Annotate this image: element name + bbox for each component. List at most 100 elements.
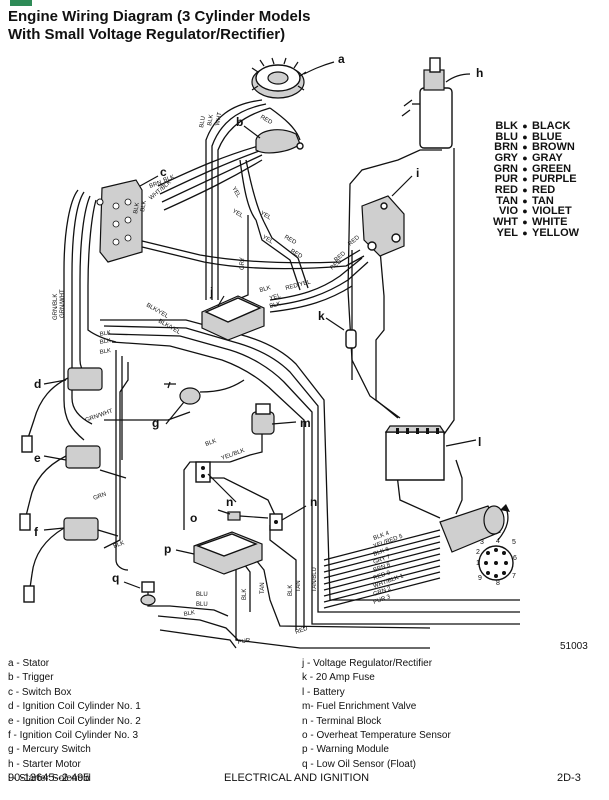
color-code-row: PUR ● PURPLE [486, 174, 579, 185]
color-name: WHITE [532, 216, 568, 229]
coil-d [21, 367, 103, 453]
bullet-icon: ● [522, 227, 528, 238]
wire-label: BLK [99, 338, 111, 346]
wire-label: BLK/YEL [145, 303, 170, 321]
wire-label: RED [295, 626, 310, 636]
wire-label: BLK [183, 610, 195, 618]
bullet-icon: ● [522, 217, 528, 228]
wires [63, 99, 520, 649]
legend-item: b - Trigger [8, 672, 54, 684]
wire-label: BLK [133, 202, 141, 214]
color-name: PURPLE [532, 173, 577, 186]
wire-label: GRY 7 [373, 554, 392, 566]
wire-label: YEL [269, 293, 282, 302]
color-code: PUR [494, 173, 518, 186]
wire-label: RED [283, 235, 298, 247]
low-oil-sensor [140, 581, 156, 606]
wire-label: BLU [196, 602, 208, 608]
color-code: WHT [492, 216, 518, 229]
callout-a: a [338, 52, 345, 66]
legend-item: o - Overheat Temperature Sensor [302, 730, 451, 742]
section-tab [10, 0, 32, 6]
color-code: RED [494, 183, 518, 196]
voltage-regulator [201, 295, 265, 341]
callout-m: m [300, 416, 311, 430]
plug-pin-number: 9 [478, 575, 482, 582]
bullet-icon: ● [522, 206, 528, 217]
wire-label: GRN/WHT [60, 289, 66, 318]
stator [251, 57, 307, 99]
wire-label: BLK [259, 285, 272, 294]
wire-label: WHT [215, 112, 223, 127]
legend-item: k - 20 Amp Fuse [302, 672, 375, 684]
wire-label: PUR 3 [373, 594, 392, 606]
plug-pin-number: 8 [496, 580, 500, 587]
wire-label: BLK [99, 348, 111, 356]
callout-p: p [164, 542, 171, 556]
wire-label: BLK [288, 585, 294, 596]
callout-j: j [209, 285, 213, 299]
color-code: BLU [495, 130, 518, 143]
wire-label: BLU [196, 592, 208, 598]
bullet-icon: ● [522, 131, 528, 142]
color-code: TAN [496, 194, 518, 207]
wire-label: GRY [240, 257, 246, 270]
footer-doc-number: 90-13645--2 495 [8, 772, 90, 784]
legend-item: h - Starter Motor [8, 758, 81, 770]
callout-b: b [236, 115, 243, 129]
legend-item: g - Mercury Switch [8, 744, 91, 756]
color-code-row: YEL●YELLOW [486, 227, 579, 239]
footer-section: ELECTRICAL AND IGNITION [224, 772, 370, 784]
color-code-row: WHT ● WHITE [486, 217, 579, 228]
plug-pin-view [478, 545, 514, 581]
plug-pin-number: 7 [512, 573, 516, 580]
color-name: VIOLET [532, 205, 572, 218]
callout-l: l [478, 435, 481, 449]
color-code-row: GRY●GRAY [486, 151, 579, 164]
wire-label: YEL [261, 235, 274, 246]
wire-label: GRN/WHT [85, 408, 114, 424]
legend-item: e - Ignition Coil Cylinder No. 2 [8, 715, 141, 727]
color-name: GREEN [532, 162, 572, 175]
color-code-row: GRN●GREEN [486, 162, 579, 175]
starter-solenoid [361, 195, 405, 257]
page-title: Engine Wiring Diagram (3 Cylinder Models… [8, 8, 310, 44]
bullet-icon: ● [522, 120, 528, 131]
wire-label: YEL/BLK [221, 448, 246, 462]
wire-label: BLK [140, 200, 148, 212]
wire-label: BLK [269, 301, 282, 310]
wire-label: BLK 4 [373, 530, 391, 541]
callout-h: h [476, 66, 483, 80]
wire-label: PUR [237, 638, 251, 646]
harness-plug [439, 504, 510, 553]
callout-e: e [34, 451, 41, 465]
bullet-icon: ● [522, 174, 528, 185]
wire-label: BRN [149, 180, 163, 190]
plug-pin-number: 6 [513, 555, 517, 562]
bullet-icon: ● [522, 142, 528, 153]
wire-label: BRN 8 [373, 562, 392, 574]
legend-item: q - Low Oil Sensor (Float) [302, 758, 416, 770]
switch-box [96, 179, 143, 263]
wire-label: GRN/BLK [53, 294, 59, 320]
starter-motor [401, 57, 453, 149]
overheat-sensor [227, 511, 269, 521]
terminal-block-1 [195, 461, 211, 483]
terminal-block-2 [269, 513, 283, 531]
callout-i: i [416, 166, 419, 180]
figure-number: 51003 [560, 641, 588, 652]
wire-label: BLK [207, 114, 215, 126]
wire-label: RED [259, 115, 274, 127]
color-name: GRAY [532, 151, 563, 164]
wire-label: BLK [205, 438, 218, 448]
callout-n: n [226, 495, 233, 509]
color-code-row: BRN●BROWN [486, 142, 579, 153]
footer-page: 2D-3 [557, 772, 581, 784]
color-code-row: BLK●BLACK [486, 120, 579, 132]
color-code-row: TAN●TAN [486, 194, 579, 207]
wire-label: YEL [259, 211, 272, 222]
